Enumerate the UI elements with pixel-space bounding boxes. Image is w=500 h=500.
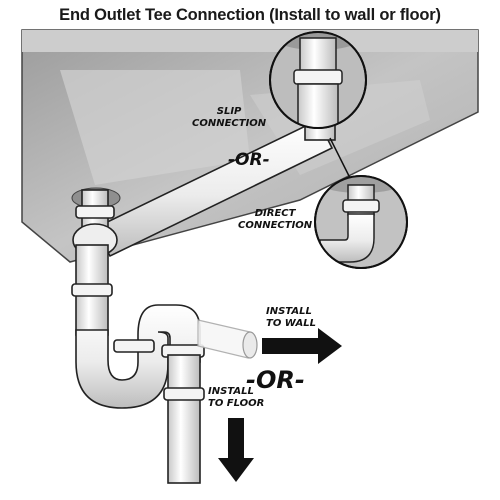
or-bottom-label: -OR- — [246, 366, 305, 394]
install-to-floor-label: INSTALL TO FLOOR — [208, 386, 264, 410]
tailpiece-and-tee — [71, 189, 118, 336]
diagram-title: End Outlet Tee Connection (Install to wa… — [59, 6, 441, 24]
arrow-right-icon — [262, 328, 342, 364]
magnifier-circle-direct-icon — [314, 137, 408, 269]
install-to-wall-line1: INSTALL — [266, 306, 312, 317]
install-to-floor-line1: INSTALL — [208, 386, 254, 397]
direct-connection-line2: CONNECTION — [238, 220, 313, 231]
install-to-wall-line2: TO WALL — [266, 318, 316, 329]
direct-connection-line1: DIRECT — [254, 208, 296, 219]
slip-connection-line1: SLIP — [216, 106, 242, 117]
floor-pipe — [163, 354, 205, 484]
install-to-wall-label: INSTALL TO WALL — [266, 306, 316, 330]
or-top-label: -OR- — [228, 150, 270, 170]
slip-connection-line2: CONNECTION — [192, 118, 267, 129]
install-to-floor-line2: TO FLOOR — [208, 398, 265, 409]
slip-connection-label: SLIP CONNECTION — [192, 106, 266, 130]
wall-trap-arm — [197, 319, 258, 359]
arrow-down-icon — [218, 418, 254, 482]
magnifier-circle-icon — [269, 31, 367, 129]
direct-connection-label: DIRECT CONNECTION — [238, 208, 312, 232]
